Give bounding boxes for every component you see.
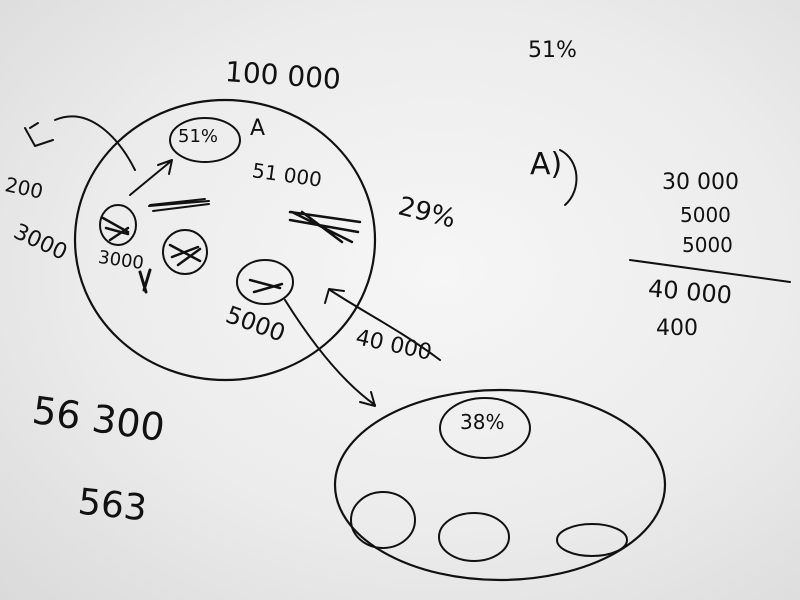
small-circle-left <box>99 204 137 246</box>
scribble-mark <box>248 278 284 294</box>
circle-b-outline <box>333 388 667 582</box>
share-circle-outline <box>169 117 241 163</box>
scribble-mark <box>101 216 130 242</box>
circle-a-letter: A <box>250 116 266 141</box>
circle-a-share-label: 51% <box>178 126 219 147</box>
arrow-into-circle-a <box>324 288 441 361</box>
circle-b-share-outline <box>439 397 531 459</box>
top-left-arrow <box>54 115 136 171</box>
top-total-label: 100 000 <box>224 55 342 96</box>
arrow-to-circle-b <box>284 299 376 407</box>
circle-b-small-2 <box>438 512 510 562</box>
circle-b-small-1 <box>350 491 416 549</box>
small-circle-middle <box>162 229 208 275</box>
sum-line <box>629 259 791 283</box>
bracket-mark <box>559 149 578 206</box>
top-left-arrowhead <box>24 122 54 147</box>
bottom-left-short: 563 <box>76 481 149 530</box>
right-calc-line-3: 5000 <box>682 233 733 257</box>
scribble-mark <box>168 243 202 267</box>
right-calc-label: A) <box>530 147 563 182</box>
right-calc-line-2: 5000 <box>680 203 731 227</box>
top-right-percent-label: 51% <box>528 38 577 63</box>
scribble-mark <box>138 268 152 294</box>
scribble-mark <box>148 198 210 212</box>
right-calc-line-1: 30 000 <box>662 170 739 195</box>
circle-a-outline <box>73 98 377 382</box>
inner-arrow <box>129 159 173 196</box>
small-circle-right <box>236 259 294 305</box>
right-calc-note: 400 <box>656 316 698 341</box>
circle-b-share-label: 38% <box>460 410 505 434</box>
right-calc-sum: 40 000 <box>646 274 734 310</box>
scribble-mark <box>288 210 362 244</box>
circle-b-small-3 <box>556 523 628 557</box>
